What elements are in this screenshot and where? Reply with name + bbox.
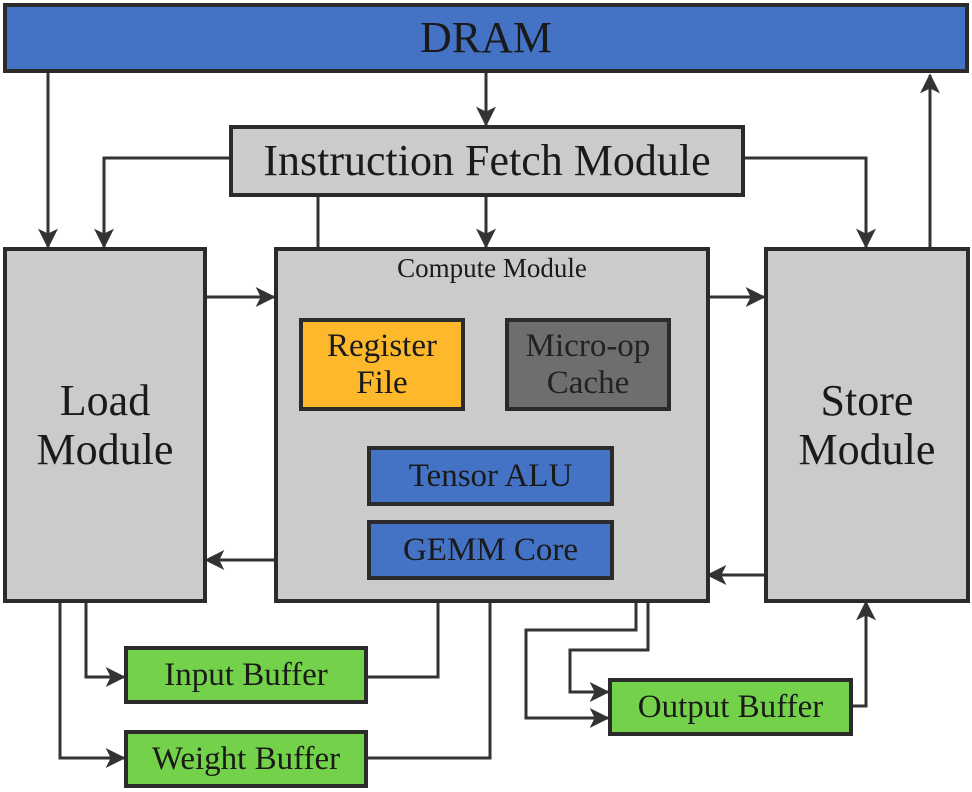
input-to-gemm-arrow [367,578,448,679]
weight-buffer: Weight Buffer [124,730,368,788]
load-module: Load Module [3,247,207,603]
input-buffer-label: Input Buffer [164,656,328,693]
instruction-fetch-label: Instruction Fetch Module [263,136,711,186]
output-buffer-label: Output Buffer [637,688,824,725]
fetch-to-load-arrow [94,156,229,249]
weight-to-gemm-arrow [367,578,500,760]
register-file: Register File [299,318,465,411]
load-to-weight-arrow [58,602,126,768]
store-module-label: Store Module [798,375,936,474]
load-module-label: Load Module [36,375,174,474]
store-module: Store Module [764,247,970,603]
fetch-to-store-arrow [743,156,876,249]
input-buffer: Input Buffer [124,646,368,704]
output-buffer: Output Buffer [608,678,853,736]
tensor-alu: Tensor ALU [367,446,614,506]
gemm-core: GEMM Core [367,520,614,580]
dram-label: DRAM [419,13,553,63]
load-to-input-arrow [84,602,126,687]
register-file-label: Register File [327,327,437,401]
microop-cache: Micro-op Cache [505,318,671,411]
microop-cache-label: Micro-op Cache [525,327,651,401]
compute-module-label: Compute Module [397,253,587,283]
tensor-alu-label: Tensor ALU [408,457,573,494]
gemm-core-label: GEMM Core [402,531,579,568]
weight-buffer-label: Weight Buffer [151,740,341,777]
dram-block: DRAM [3,3,969,73]
instruction-fetch-module: Instruction Fetch Module [229,125,745,197]
output-to-store-arrow [852,600,876,708]
